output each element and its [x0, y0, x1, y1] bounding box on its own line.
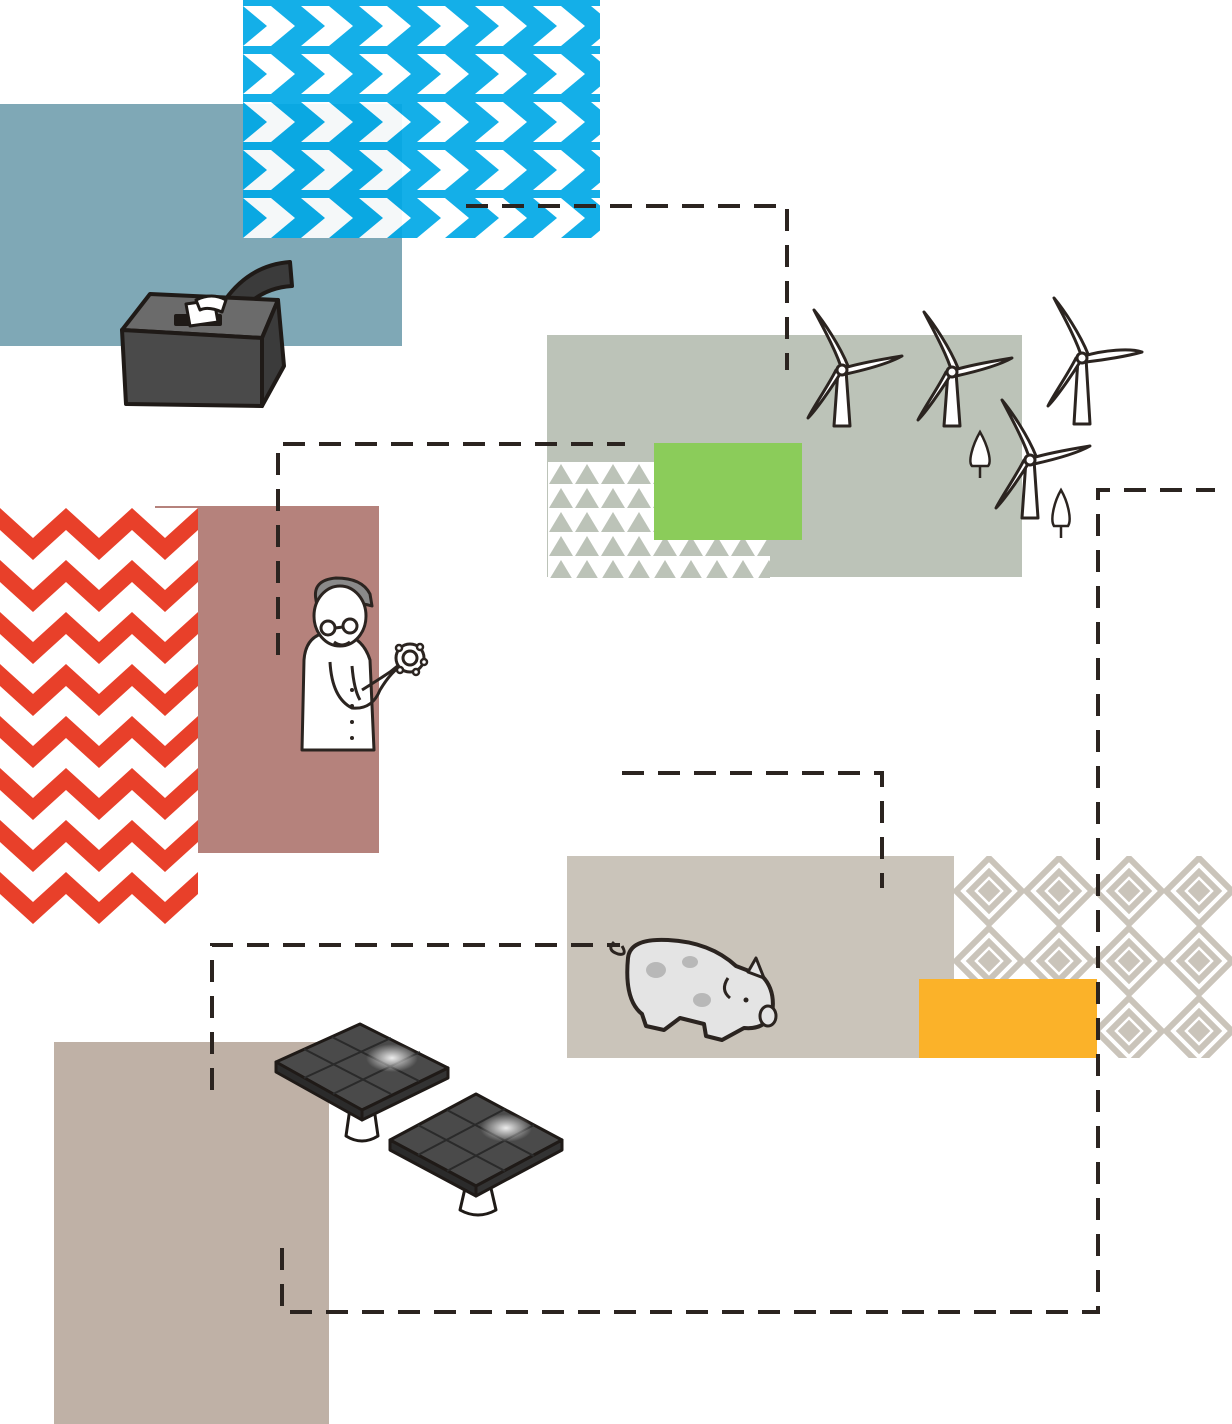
pig-icon: [609, 937, 778, 1042]
blue-chevron-block: [243, 0, 600, 238]
wind-turbines-icon: [806, 296, 1144, 520]
doctor-icon: [300, 576, 429, 752]
ballot-box-icon: [120, 260, 294, 408]
dashed-connectors: [210, 204, 1215, 1314]
amber-block: [919, 979, 1097, 1058]
taupe-block: [54, 1042, 329, 1424]
lime-block: [654, 443, 802, 540]
solar-panels-icon: [274, 1022, 564, 1217]
tree-icon: [969, 429, 1071, 538]
red-zigzag-block: [0, 508, 198, 924]
